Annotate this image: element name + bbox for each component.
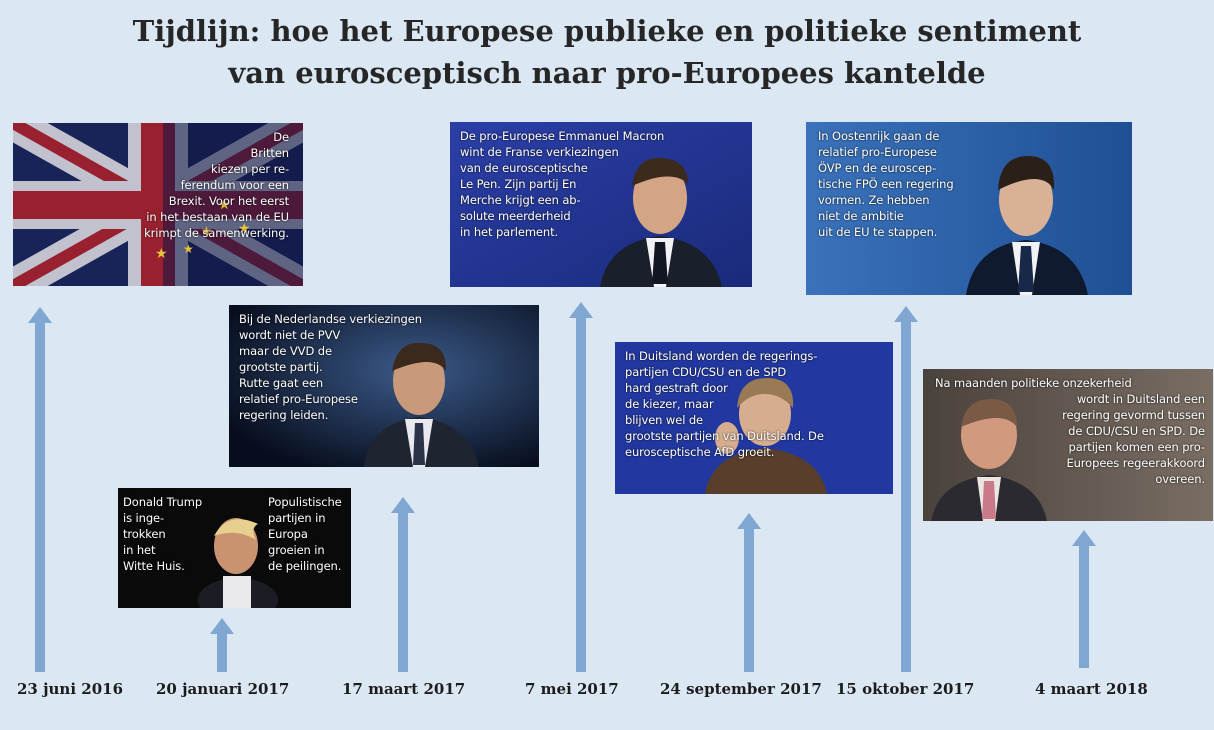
macron-portrait-image <box>450 122 752 287</box>
event-text: wordt in Duitsland een regering gevormd … <box>1062 392 1205 486</box>
svg-text:★: ★ <box>183 242 194 256</box>
event-date: 20 januari 2017 <box>156 680 290 698</box>
title-line-2: van eurosceptisch naar pro-Europees kant… <box>228 56 986 90</box>
event-text: In Duitsland worden de regerings- partij… <box>625 349 824 459</box>
event-card-schulz: Na maanden politieke onzekerheid wordt i… <box>923 369 1213 521</box>
kurz-portrait-image <box>806 122 1132 295</box>
merkel-portrait-image <box>615 342 893 494</box>
trump-portrait-image <box>118 488 351 608</box>
event-text: De Britten kiezen per re- ferendum voor … <box>144 130 289 240</box>
event-text: Bij de Nederlandse verkiezingen wordt ni… <box>239 312 422 422</box>
arrow-up-icon <box>28 307 52 672</box>
event-card-merkel: In Duitsland worden de regerings- partij… <box>615 342 893 494</box>
union-jack-image: ★ ★ ★ ★ ★ <box>13 123 303 286</box>
arrow-up-icon <box>737 513 761 672</box>
event-date: 17 maart 2017 <box>342 680 466 698</box>
event-card-kurz: In Oostenrijk gaan de relatief pro-Europ… <box>806 122 1132 295</box>
event-date: 15 oktober 2017 <box>836 680 975 698</box>
svg-text:★: ★ <box>218 197 231 213</box>
event-card-brexit: ★ ★ ★ ★ ★ De Britten kiezen per re- fere… <box>13 123 303 286</box>
event-text-top: Na maanden politieke onzekerheid <box>935 376 1132 390</box>
svg-text:★: ★ <box>201 224 212 238</box>
event-text: In Oostenrijk gaan de relatief pro-Europ… <box>818 129 954 239</box>
event-text: De pro-Europese Emmanuel Macron wint de … <box>460 129 665 239</box>
arrow-up-icon <box>1072 530 1096 668</box>
event-text-right: Populistische partijen in Europa groeien… <box>268 495 342 573</box>
title-line-1: Tijdlijn: hoe het Europese publieke en p… <box>132 14 1082 48</box>
event-card-rutte: Bij de Nederlandse verkiezingen wordt ni… <box>229 305 539 467</box>
arrow-up-icon <box>569 302 593 672</box>
event-card-trump: Donald Trump is inge- trokken in het Wit… <box>118 488 351 608</box>
svg-text:★: ★ <box>155 246 168 262</box>
event-date: 7 mei 2017 <box>525 680 619 698</box>
svg-text:★: ★ <box>238 221 251 237</box>
rutte-portrait-image <box>229 305 539 467</box>
event-card-macron: De pro-Europese Emmanuel Macron wint de … <box>450 122 752 287</box>
event-date: 23 juni 2016 <box>17 680 124 698</box>
arrow-up-icon <box>894 306 918 672</box>
event-date: 24 september 2017 <box>660 680 822 698</box>
page-title: Tijdlijn: hoe het Europese publieke en p… <box>60 10 1154 94</box>
arrow-up-icon <box>391 497 415 672</box>
arrow-up-icon <box>210 618 234 672</box>
schulz-portrait-image <box>923 369 1213 521</box>
event-text-left: Donald Trump is inge- trokken in het Wit… <box>123 495 203 573</box>
event-date: 4 maart 2018 <box>1035 680 1148 698</box>
